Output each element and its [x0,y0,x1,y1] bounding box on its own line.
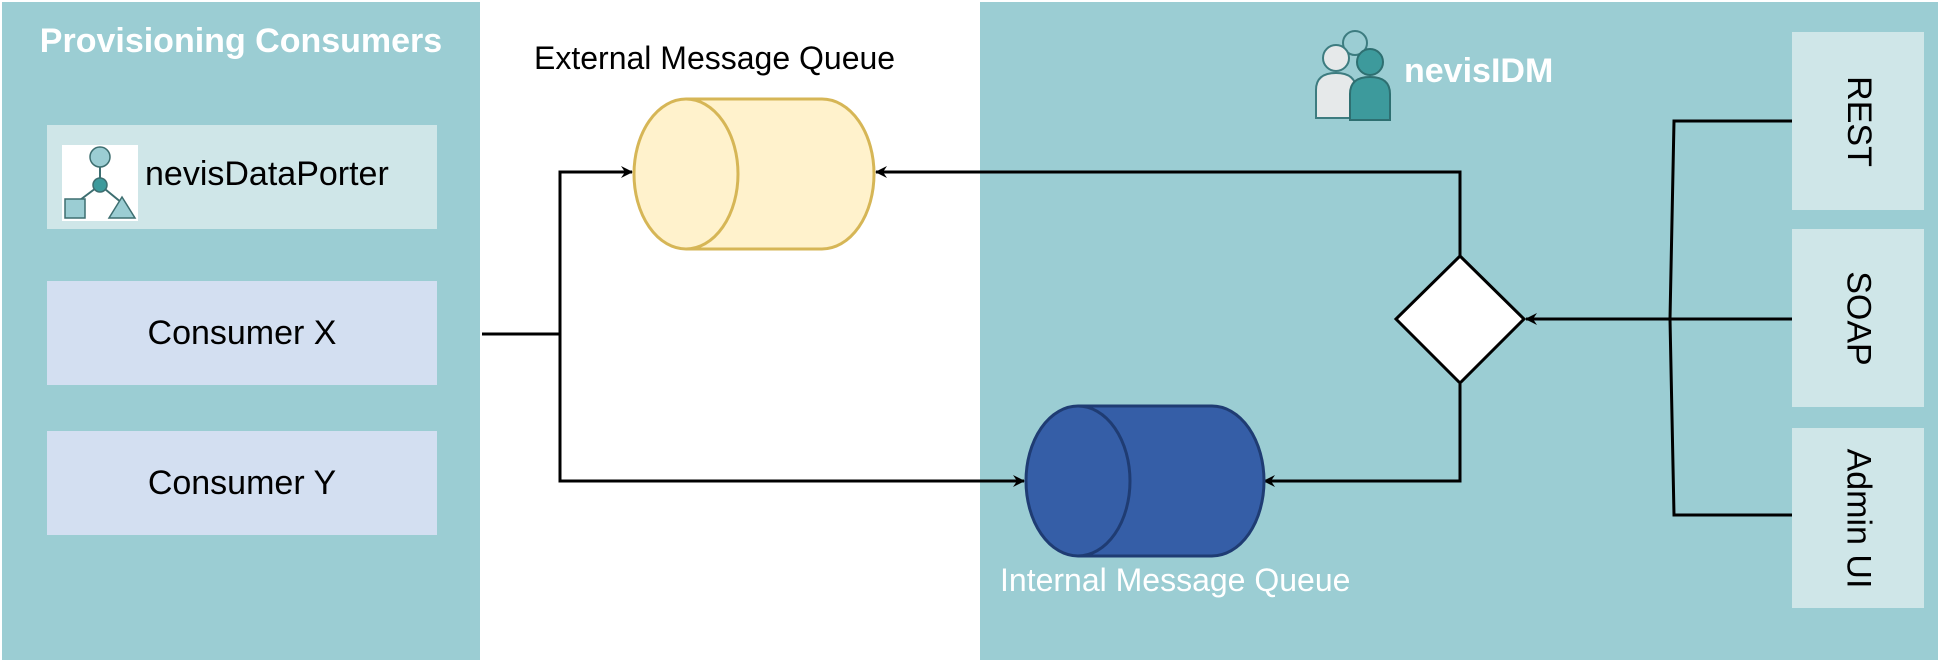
provisioning-consumers-panel: Provisioning Consumers nevisDataPorter C… [2,2,480,660]
consumer-y-label: Consumer Y [147,463,337,502]
internal-queue[interactable] [1024,404,1266,558]
edge-rest-in [1668,119,1792,320]
external-queue-body [632,97,876,251]
consumer-x-box[interactable]: Consumer X [47,281,437,385]
router-diamond[interactable] [1393,253,1527,386]
internal-queue-label: Internal Message Queue [1000,562,1351,598]
external-queue-label: External Message Queue [534,40,896,76]
users-icon [1315,30,1391,121]
external-queue[interactable] [632,97,876,251]
nevisdataporter-box[interactable]: nevisDataPorter [47,125,437,229]
internal-queue-body [1024,404,1266,558]
internal-queue-end [1077,404,1132,558]
edge-router-to-external-queue [875,166,1462,256]
nevisidm-title: nevisIDM [1404,52,1554,90]
interface-rest[interactable]: REST [1792,32,1924,210]
edge-router-to-internal-queue [1263,384,1462,487]
interface-admin-ui[interactable]: Admin UI [1792,428,1924,608]
interface-soap-label: SOAP [1839,270,1878,366]
interface-rest-label: REST [1839,75,1878,167]
consumer-y-box[interactable]: Consumer Y [47,431,437,535]
consumer-x-label: Consumer X [147,313,337,352]
interface-admin-ui-label: Admin UI [1839,448,1878,588]
edge-bus-to-external-queue [558,166,633,334]
external-queue-end [685,97,740,251]
nevisdataporter-label: nevisDataPorter [145,155,389,193]
interface-soap[interactable]: SOAP [1792,229,1924,407]
network-nodes-icon [62,145,138,221]
edge-bus-to-internal-queue [558,334,1025,487]
provisioning-consumers-title: Provisioning Consumers [39,22,443,60]
edge-adminui-in [1668,318,1792,517]
